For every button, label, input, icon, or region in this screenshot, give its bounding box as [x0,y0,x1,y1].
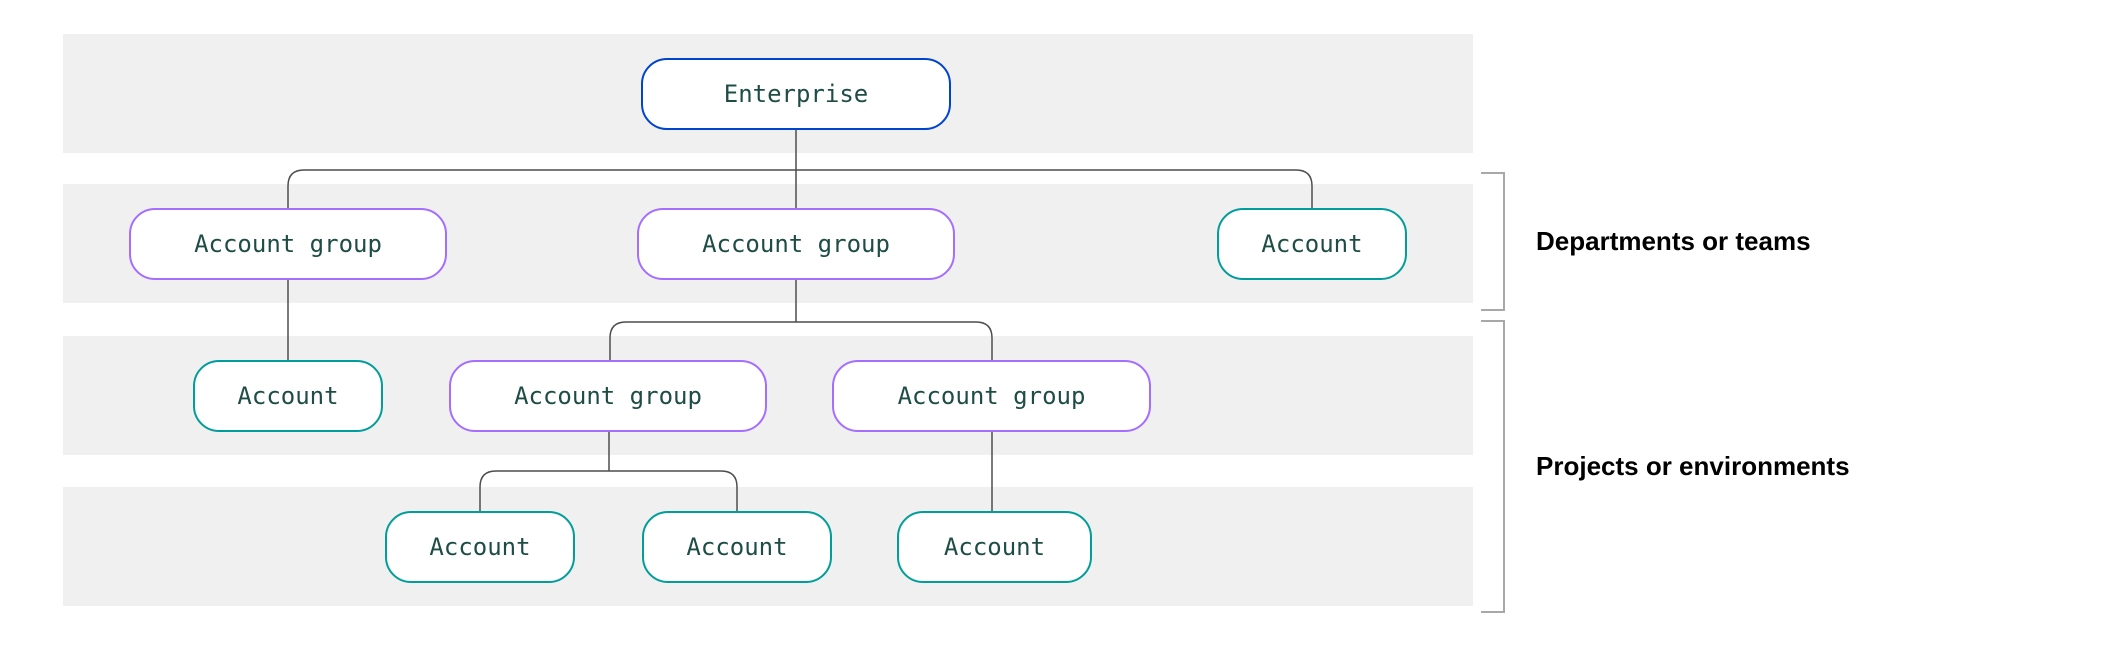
node-account: Account [385,511,575,583]
node-enterprise: Enterprise [641,58,951,130]
node-account-group: Account group [832,360,1151,432]
bracket-departments [1481,172,1505,311]
node-account: Account [897,511,1092,583]
bracket-projects [1481,320,1505,613]
annotation-projects-or-environments: Projects or environments [1536,451,1850,481]
node-account-group: Account group [449,360,767,432]
node-account-group: Account group [637,208,955,280]
node-account: Account [642,511,832,583]
connector-rail-row2 [287,169,1313,208]
node-account: Account [1217,208,1407,280]
annotation-departments-or-teams: Departments or teams [1536,226,1811,256]
connector-rail-row3 [609,321,993,360]
node-account-group: Account group [129,208,447,280]
connector-rail-row4 [479,470,738,511]
node-account: Account [193,360,383,432]
